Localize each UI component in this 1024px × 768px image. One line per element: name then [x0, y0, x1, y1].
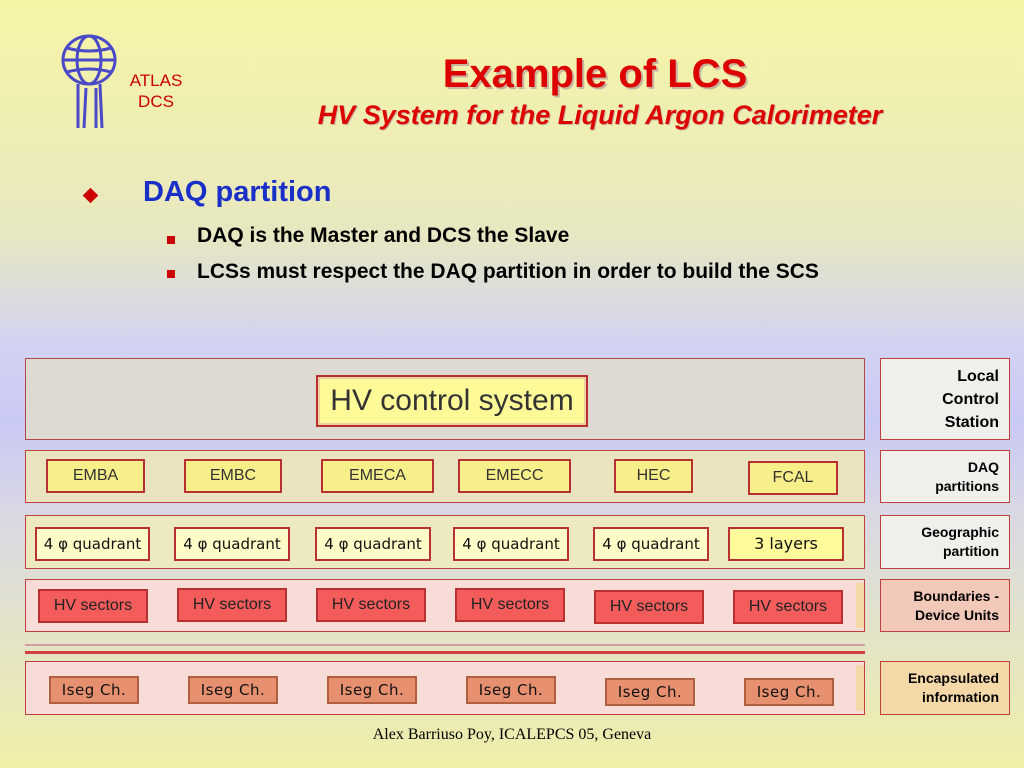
iseg-channel-box: Iseg Ch. [49, 676, 139, 704]
iseg-channel-box: Iseg Ch. [327, 676, 417, 704]
hv-sectors-box: HV sectors [455, 588, 565, 622]
divider [25, 644, 865, 646]
atlas-figure-icon [61, 34, 117, 129]
daq-partition-box: EMECA [321, 459, 434, 493]
daq-partition-box: EMBC [184, 459, 282, 493]
iseg-channel-box: Iseg Ch. [188, 676, 278, 704]
hv-sectors-box: HV sectors [38, 589, 148, 623]
label-boundaries-device-units: Boundaries - Device Units [880, 579, 1010, 632]
geo-partition-box: 4 φ quadrant [593, 527, 709, 561]
hv-sectors-box: HV sectors [177, 588, 287, 622]
geo-partition-box: 4 φ quadrant [35, 527, 150, 561]
row-daq-partitions [25, 450, 865, 503]
iseg-channel-box: Iseg Ch. [466, 676, 556, 704]
label-geographic-partition: Geographic partition [880, 515, 1010, 569]
diamond-bullet-icon [82, 187, 99, 204]
hv-sectors-box: HV sectors [733, 590, 843, 624]
daq-partition-box: EMECC [458, 459, 571, 493]
row-encapsulated [25, 661, 865, 715]
label-line: information [922, 689, 999, 705]
label-line: Local [957, 367, 999, 385]
iseg-channel-box: Iseg Ch. [744, 678, 834, 706]
iseg-channel-box: Iseg Ch. [605, 678, 695, 706]
logo-text: ATLAS DCS [118, 70, 194, 112]
row-geographic [25, 515, 865, 569]
square-bullet-icon [167, 236, 175, 244]
label-line: Device Units [914, 606, 999, 623]
bullet-sub-1: DAQ is the Master and DCS the Slave [197, 224, 570, 247]
hv-sectors-box: HV sectors [594, 590, 704, 624]
label-line: Control [942, 390, 999, 408]
label-line: DAQ [967, 458, 999, 475]
label-line: Encapsulated [907, 670, 999, 686]
label-line: partition [943, 543, 999, 559]
label-daq-partitions: DAQ partitions [880, 450, 1010, 503]
square-bullet-icon [167, 270, 175, 278]
page-title: Example of LCS [442, 52, 748, 96]
geo-partition-box: 4 φ quadrant [315, 527, 431, 561]
geo-partition-box: 4 φ quadrant [174, 527, 290, 561]
daq-partition-box: HEC [614, 459, 693, 493]
logo-line-2: DCS [138, 92, 174, 111]
daq-partition-box: FCAL [748, 461, 838, 495]
page-subtitle: HV System for the Liquid Argon Calorimet… [317, 100, 883, 130]
label-line: Geographic [921, 524, 999, 540]
label-line: Boundaries - [913, 587, 999, 604]
row-boundaries [25, 579, 865, 632]
label-encapsulated-information: Encapsulated information [880, 661, 1010, 715]
geo-partition-box: 3 layers [728, 527, 844, 561]
hv-control-system-box: HV control system [316, 375, 588, 427]
label-local-control-station: Local Control Station [880, 358, 1010, 440]
bullet-main: DAQ partition [143, 176, 332, 208]
bullet-sub-2: LCSs must respect the DAQ partition in o… [197, 260, 819, 283]
label-line: partitions [935, 477, 999, 494]
geo-partition-box: 4 φ quadrant [453, 527, 569, 561]
logo-line-1: ATLAS [129, 71, 183, 90]
divider [25, 651, 865, 654]
daq-partition-box: EMBA [46, 459, 145, 493]
footer-text: Alex Barriuso Poy, ICALEPCS 05, Geneva [372, 726, 652, 743]
hv-sectors-box: HV sectors [316, 588, 426, 622]
label-line: Station [944, 413, 999, 431]
